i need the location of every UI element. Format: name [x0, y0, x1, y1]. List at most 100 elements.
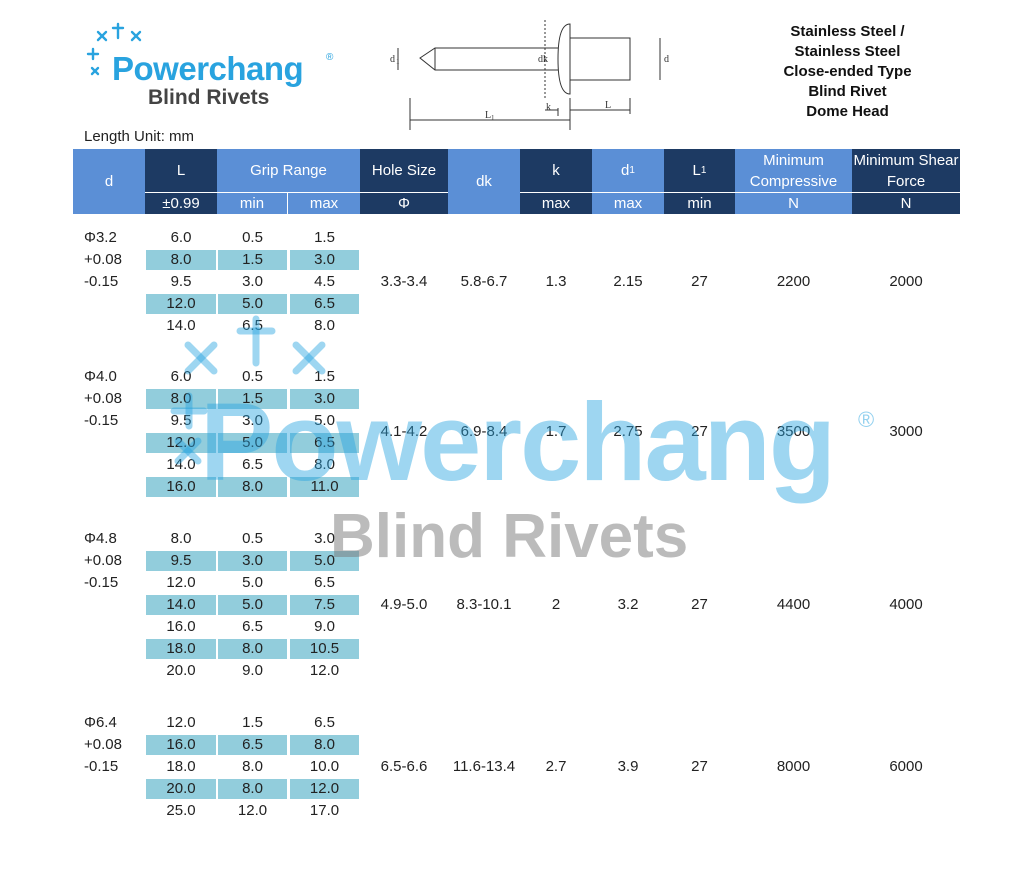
grip-max-value: 6.5 — [314, 574, 335, 591]
diagram-label-l1-sub: 1 — [491, 114, 495, 122]
header-k-max: max — [520, 193, 592, 214]
grip-min-value: 0.5 — [242, 368, 263, 385]
length-value: 8.0 — [170, 251, 192, 268]
header-hole-size: Hole Size — [360, 149, 448, 193]
row-stripe — [218, 477, 287, 497]
k-value: 2.7 — [545, 758, 567, 775]
diagram-label-k: k — [546, 102, 551, 113]
grip-min-value: 3.0 — [242, 552, 263, 569]
grip-min-value: 8.0 — [242, 478, 263, 495]
shear-value: 3000 — [889, 423, 923, 440]
row-stripe — [146, 433, 216, 453]
row-stripe — [218, 779, 287, 799]
group-diameter: Φ4.8+0.08-0.15 — [84, 528, 134, 594]
grip-min-value: 6.5 — [242, 456, 263, 473]
diameter-line: -0.15 — [84, 412, 119, 429]
hole-size-value: 4.9-5.0 — [380, 596, 428, 613]
row-stripe — [290, 551, 359, 571]
row-stripe — [290, 433, 359, 453]
grip-max-value: 1.5 — [314, 229, 335, 246]
row-stripe — [218, 595, 287, 615]
grip-min-value: 1.5 — [242, 251, 263, 268]
length-value: 20.0 — [166, 780, 196, 797]
l1-value: 27 — [691, 273, 708, 290]
brand-logo: Powerchang ® Blind Rivets — [84, 20, 354, 112]
title-line: Dome Head — [806, 103, 889, 120]
row-stripe — [290, 389, 359, 409]
compressive-value: 3500 — [776, 423, 811, 440]
length-unit: Length Unit: mm — [84, 128, 195, 145]
grip-max-value: 11.0 — [310, 478, 339, 495]
diameter-line: +0.08 — [84, 251, 122, 268]
group-diameter: Φ6.4+0.08-0.15 — [84, 712, 134, 778]
length-value: 12.0 — [166, 434, 196, 451]
product-title: Stainless Steel / Stainless Steel Close-… — [740, 22, 955, 122]
grip-min-value: 6.5 — [242, 317, 263, 334]
k-value: 1.7 — [545, 423, 567, 440]
grip-max-value: 5.0 — [314, 552, 335, 569]
grip-max-value: 6.5 — [314, 295, 335, 312]
length-value: 8.0 — [170, 390, 192, 407]
grip-min-value: 0.5 — [242, 229, 263, 246]
title-line: Blind Rivet — [808, 83, 887, 100]
row-stripe — [146, 477, 216, 497]
dk-value: 6.9-8.4 — [460, 423, 508, 440]
d1-value: 2.75 — [613, 423, 643, 440]
row-stripe — [146, 551, 216, 571]
grip-max-value: 9.0 — [314, 618, 335, 635]
row-stripe — [146, 639, 216, 659]
grip-max-value: 12.0 — [309, 662, 340, 679]
row-stripe — [146, 294, 216, 314]
shear-value: 6000 — [889, 758, 923, 775]
length-value: 14.0 — [166, 317, 196, 334]
shear-value: 2000 — [889, 273, 923, 290]
title-line: Close-ended Type — [783, 63, 912, 80]
header-l-tolerance: ±0.99 — [145, 193, 217, 214]
grip-min-value: 9.0 — [242, 662, 263, 679]
grip-min-value: 3.0 — [242, 412, 263, 429]
row-stripe — [218, 389, 287, 409]
length-value: 9.5 — [170, 273, 192, 290]
brand-name: Powerchang — [112, 50, 304, 87]
grip-min-value: 12.0 — [237, 802, 268, 819]
hole-size-value: 4.1-4.2 — [380, 423, 428, 440]
dk-value: 8.3-10.1 — [456, 596, 512, 613]
header-d: d — [73, 149, 145, 214]
rivet-diagram: d 1 dk d k L L 1 — [390, 20, 669, 130]
row-stripe — [146, 735, 216, 755]
length-value: 8.0 — [170, 530, 192, 547]
compressive-value: 2200 — [776, 273, 811, 290]
length-value: 14.0 — [166, 596, 196, 613]
length-value: 18.0 — [166, 640, 196, 657]
diagram-label-d1-sub: 1 — [396, 58, 400, 66]
length-value: 9.5 — [170, 552, 192, 569]
d1-value: 3.2 — [617, 596, 639, 613]
header-grip-max: max — [288, 193, 360, 214]
grip-max-value: 1.5 — [314, 368, 335, 385]
length-value: 12.0 — [166, 574, 196, 591]
header-d1-index: 1 — [629, 165, 635, 176]
grip-max-value: 8.0 — [314, 456, 335, 473]
row-stripe — [218, 250, 287, 270]
d1-value: 2.15 — [613, 273, 643, 290]
l1-value: 27 — [691, 596, 708, 613]
hole-size-value: 3.3-3.4 — [380, 273, 428, 290]
header-l: L — [145, 149, 217, 193]
header-min-compressive: Minimum Compressive — [735, 149, 852, 193]
diameter-line: -0.15 — [84, 574, 119, 591]
compressive-value: 4400 — [776, 596, 811, 613]
length-value: 16.0 — [166, 618, 196, 635]
length-value: 6.0 — [170, 229, 192, 246]
diagram-label-d1: d — [390, 54, 395, 65]
grip-min-value: 0.5 — [242, 530, 263, 547]
length-value: 16.0 — [166, 478, 196, 495]
title-line: Stainless Steel / — [790, 23, 905, 40]
sparkle-icon — [86, 22, 142, 76]
row-stripe — [290, 595, 359, 615]
l1-value: 27 — [691, 758, 708, 775]
length-value: 6.0 — [170, 368, 192, 385]
dk-value: 11.6-13.4 — [452, 758, 516, 775]
row-stripe — [290, 735, 359, 755]
grip-max-value: 3.0 — [314, 251, 335, 268]
